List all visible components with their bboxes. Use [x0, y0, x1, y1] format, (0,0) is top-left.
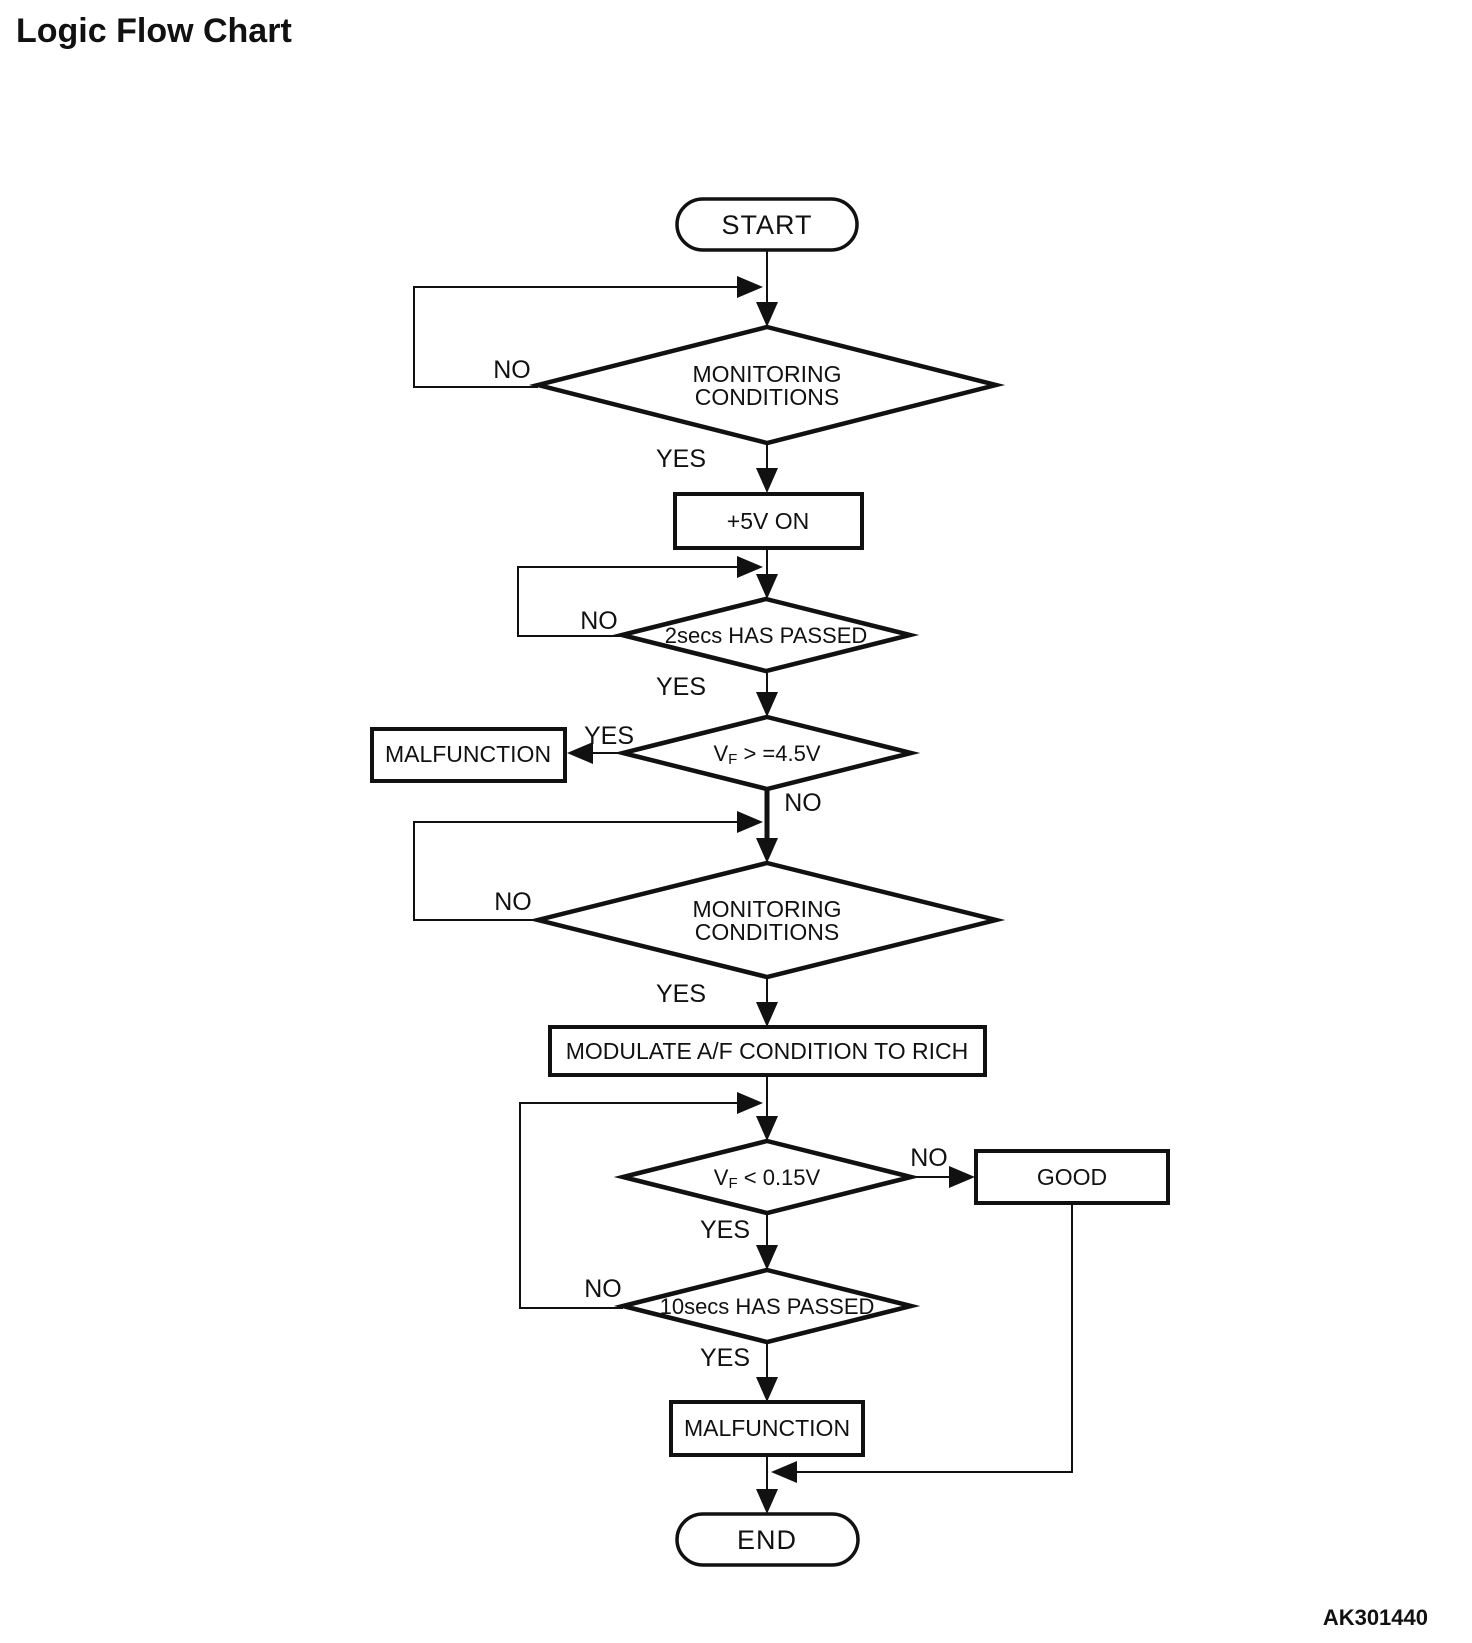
figure-code: AK301440 — [1323, 1605, 1428, 1630]
5v-on-label: +5V ON — [727, 508, 809, 534]
monitoring2-no-label: NO — [494, 888, 532, 916]
node-vf-ge-4-5v: VF > =4.5V — [613, 714, 921, 792]
good-process-shape — [974, 1149, 1170, 1205]
flowchart-connectors — [413, 250, 1073, 1514]
edge-2secs-no-loop — [517, 566, 758, 637]
monitoring2-decision-shape — [528, 860, 1006, 980]
arrowhead-into-vfhigh — [756, 692, 778, 717]
arrowhead-into-5v — [756, 468, 778, 493]
10secs-label: 10secs HAS PASSED — [660, 1294, 875, 1319]
2secs-no-label: NO — [580, 607, 618, 635]
arrowhead-into-2secs — [756, 574, 778, 599]
node-10secs-has-passed: 10secs HAS PASSED — [613, 1267, 921, 1345]
vf-low-yes-label: YES — [700, 1216, 750, 1244]
malfunction-a-label: MALFUNCTION — [385, 741, 551, 767]
arrowhead-into-monitoring2 — [756, 838, 778, 863]
vf-low-no-label: NO — [910, 1144, 948, 1172]
node-good: GOOD — [974, 1149, 1170, 1205]
arrowhead-into-monitoring1 — [756, 302, 778, 327]
monitoring1-yes-label: YES — [656, 445, 706, 473]
vf-high-no-label: NO — [784, 789, 822, 817]
10secs-decision-shape — [613, 1267, 921, 1345]
arrowhead-into-malfunction-b — [756, 1377, 778, 1402]
arrowhead-into-end — [756, 1489, 778, 1514]
node-end: END — [675, 1512, 860, 1567]
arrowhead-into-10secs — [756, 1245, 778, 1270]
5v-on-process-shape — [673, 492, 864, 550]
end-terminator-shape — [675, 1512, 860, 1567]
monitoring1-label-line2: CONDITIONS — [695, 384, 839, 410]
start-terminator-shape — [675, 197, 859, 252]
monitoring1-no-label: NO — [493, 356, 531, 384]
start-label: START — [721, 210, 812, 240]
edge-monitoring2-no-loop — [413, 821, 758, 921]
arrowhead-loop-monitoring2 — [737, 811, 763, 833]
malfunction-b-label: MALFUNCTION — [684, 1415, 850, 1441]
node-malfunction-a: MALFUNCTION — [370, 727, 567, 783]
10secs-yes-label: YES — [700, 1344, 750, 1372]
arrowhead-loop-10secs — [737, 1092, 763, 1114]
node-2secs-has-passed: 2secs HAS PASSED — [612, 596, 920, 674]
vf-high-decision-shape — [613, 714, 921, 792]
arrowhead-loop-2secs — [737, 556, 763, 578]
node-vf-lt-0-15v: VF < 0.15V — [613, 1138, 921, 1216]
arrowhead-into-vflow — [756, 1116, 778, 1141]
monitoring1-label-line1: MONITORING — [692, 361, 841, 387]
monitoring2-label-line2: CONDITIONS — [695, 919, 839, 945]
node-monitoring-conditions-1: MONITORING CONDITIONS — [528, 324, 1006, 446]
page-title: Logic Flow Chart — [16, 12, 292, 50]
branch-labels: NO YES NO YES YES NO NO YES NO YES NO YE… — [493, 356, 948, 1372]
monitoring1-decision-shape — [528, 324, 1006, 446]
monitoring2-yes-label: YES — [656, 980, 706, 1008]
node-5v-on: +5V ON — [673, 492, 864, 550]
modulate-af-label: MODULATE A/F CONDITION TO RICH — [566, 1038, 969, 1064]
vf-low-label: VF < 0.15V — [714, 1165, 821, 1192]
node-malfunction-b: MALFUNCTION — [669, 1400, 865, 1457]
node-monitoring-conditions-2: MONITORING CONDITIONS — [528, 860, 1006, 980]
malfunction-a-process-shape — [370, 727, 567, 783]
vf-high-yes-label: YES — [584, 722, 634, 750]
2secs-label: 2secs HAS PASSED — [665, 623, 868, 648]
10secs-no-label: NO — [584, 1275, 622, 1303]
node-modulate-af: MODULATE A/F CONDITION TO RICH — [548, 1025, 987, 1077]
arrowhead-into-malfunction-a — [567, 742, 593, 764]
arrowhead-good-join — [771, 1461, 797, 1483]
arrowhead-into-modulate — [756, 1002, 778, 1027]
2secs-yes-label: YES — [656, 673, 706, 701]
2secs-decision-shape — [612, 596, 920, 674]
edge-good-to-end-join — [776, 1203, 1073, 1473]
end-label: END — [737, 1525, 797, 1555]
modulate-af-process-shape — [548, 1025, 987, 1077]
good-label: GOOD — [1037, 1164, 1107, 1190]
edge-10secs-no-loop — [519, 1102, 758, 1309]
arrowhead-into-good — [949, 1166, 975, 1188]
vf-high-label: VF > =4.5V — [713, 741, 820, 768]
vf-low-decision-shape — [613, 1138, 921, 1216]
arrowhead-loop-monitoring1 — [737, 276, 763, 298]
node-start: START — [675, 197, 859, 252]
malfunction-b-process-shape — [669, 1400, 865, 1457]
monitoring2-label-line1: MONITORING — [692, 896, 841, 922]
edge-monitoring1-no-loop — [413, 286, 758, 388]
